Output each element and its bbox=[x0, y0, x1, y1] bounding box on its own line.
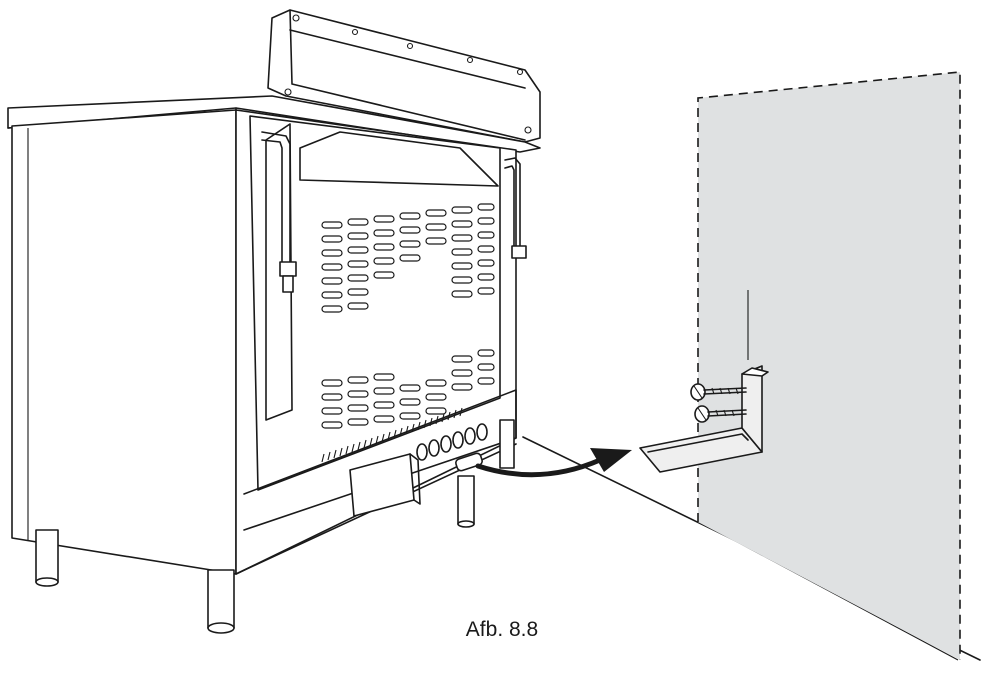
wall bbox=[697, 71, 961, 660]
screw-icon bbox=[690, 383, 747, 423]
curved-arrow-icon bbox=[475, 448, 632, 478]
figure-caption: Afb. 8.8 bbox=[465, 618, 539, 641]
gas-pipes bbox=[261, 131, 527, 293]
vent-grille-upper bbox=[321, 203, 495, 313]
bottom-connectors bbox=[349, 423, 488, 517]
cooker-backguard bbox=[267, 9, 541, 143]
cooker-side-panel bbox=[11, 109, 237, 575]
vent-grille-lower bbox=[321, 349, 495, 463]
cooker-legs bbox=[35, 419, 515, 634]
